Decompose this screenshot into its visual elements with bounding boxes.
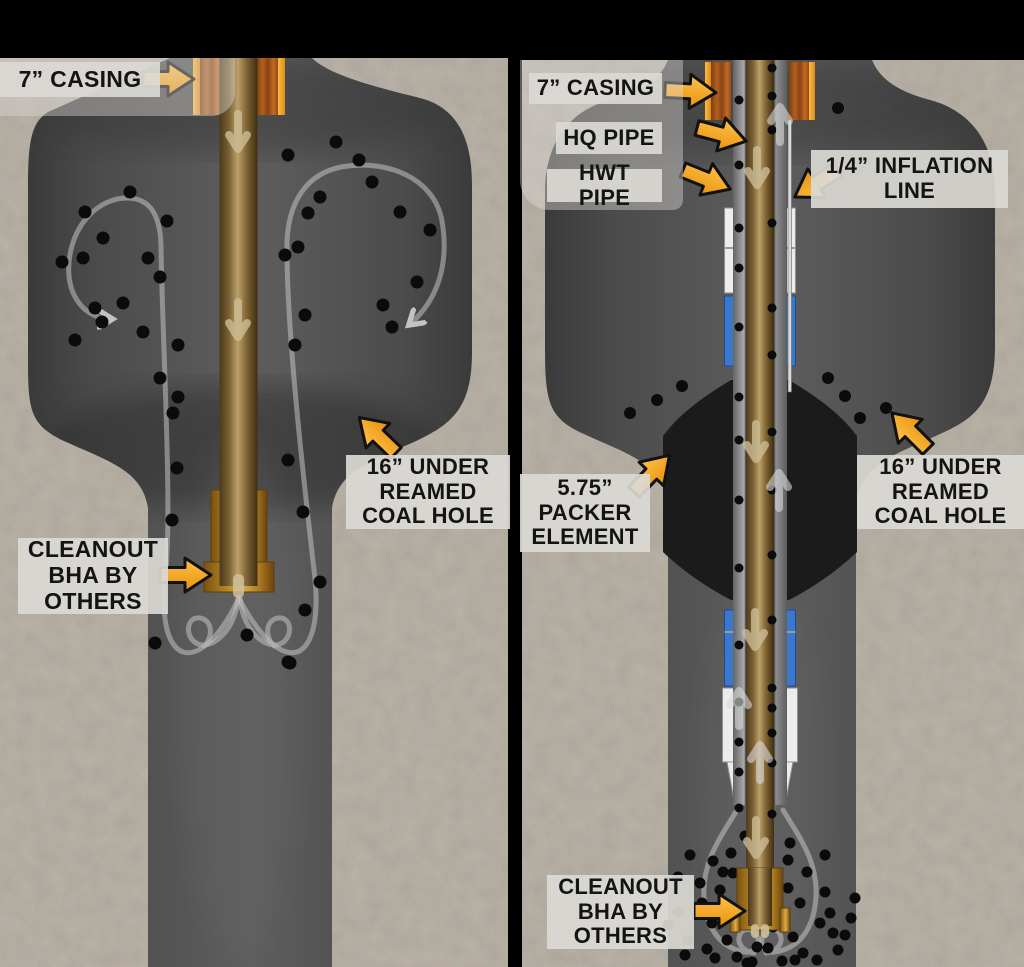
casing-left bbox=[193, 58, 285, 115]
label-casing-left: 7” CASING bbox=[0, 62, 160, 97]
hq-pipe-through-bha bbox=[748, 868, 772, 926]
label-under-reamed-left: 16” UNDER REAMED COAL HOLE bbox=[346, 454, 510, 529]
label-packer-element: 5.75” PACKER ELEMENT bbox=[520, 474, 650, 552]
cuttings-cluster-bottom bbox=[662, 830, 861, 967]
label-under-reamed-right: 16” UNDER REAMED COAL HOLE bbox=[857, 454, 1024, 529]
pipe-exit-nubs-right bbox=[751, 924, 769, 938]
label-casing-right: 7” CASING bbox=[529, 73, 662, 104]
label-cleanout-right: CLEANOUT BHA BY OTHERS bbox=[547, 874, 694, 949]
label-hq-pipe: HQ PIPE bbox=[556, 122, 662, 154]
label-hwt-pipe: HWT PIPE bbox=[547, 160, 662, 209]
inflation-line bbox=[787, 119, 792, 393]
label-inflation-line: 1/4” INFLATION LINE bbox=[811, 150, 1008, 208]
circulation-flow-lines-left bbox=[66, 162, 447, 656]
cuttings-dots-left bbox=[55, 77, 437, 670]
pipe-exit-nub-left bbox=[233, 574, 244, 598]
label-cleanout-left: CLEANOUT BHA BY OTHERS bbox=[18, 536, 168, 614]
